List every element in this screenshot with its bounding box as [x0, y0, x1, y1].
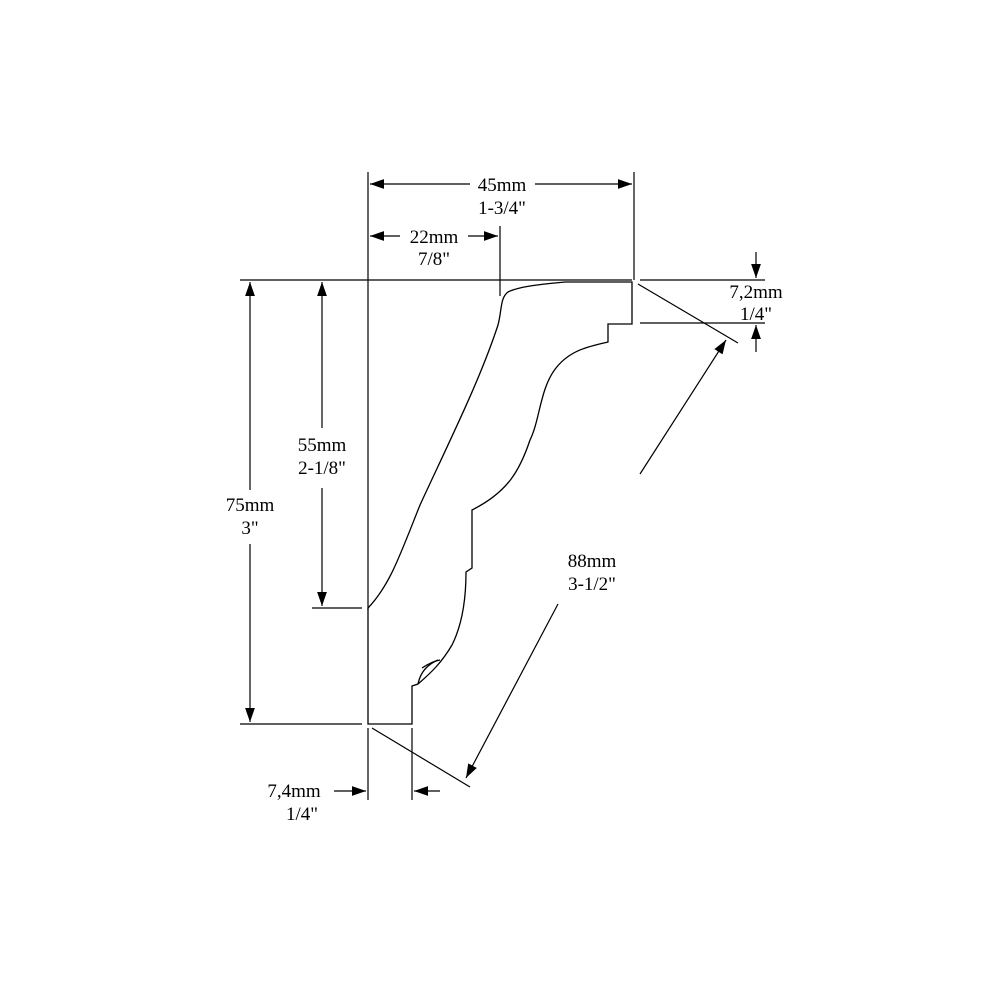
label-total-height-metric: 75mm — [226, 495, 275, 516]
label-bottom-flat-metric: 7,4mm — [267, 781, 321, 802]
label-top-flat-metric: 7,2mm — [729, 282, 783, 303]
profile-outline — [367, 281, 633, 725]
profile-bead-detail-2 — [421, 659, 441, 669]
dim-line-88mm-bottom — [465, 603, 559, 779]
label-diagonal-metric: 88mm — [568, 551, 617, 572]
label-total-height-imperial: 3" — [241, 518, 258, 539]
label-top-setback-imperial: 7/8" — [418, 249, 450, 270]
label-top-width-imperial: 1-3/4" — [478, 198, 526, 219]
profile-bead-detail — [417, 659, 439, 685]
ext-diagonal-bottom — [371, 727, 471, 788]
extension-lines — [240, 172, 765, 800]
label-bottom-flat-imperial: 1/4" — [286, 804, 318, 825]
dim-line-88mm-top — [639, 339, 727, 475]
label-diagonal-imperial: 3-1/2" — [568, 574, 616, 595]
label-top-setback-metric: 22mm — [410, 227, 459, 248]
dimension-labels: 45mm 1-3/4" 22mm 7/8" 7,2mm 1/4" 55mm 2-… — [226, 175, 783, 825]
label-mid-height-imperial: 2-1/8" — [298, 458, 346, 479]
label-top-flat-imperial: 1/4" — [740, 304, 772, 325]
ext-diagonal-top — [637, 283, 739, 344]
label-mid-height-metric: 55mm — [298, 435, 347, 456]
label-top-width-metric: 45mm — [478, 175, 527, 196]
molding-profile — [367, 281, 633, 725]
dimension-lines — [245, 179, 761, 796]
